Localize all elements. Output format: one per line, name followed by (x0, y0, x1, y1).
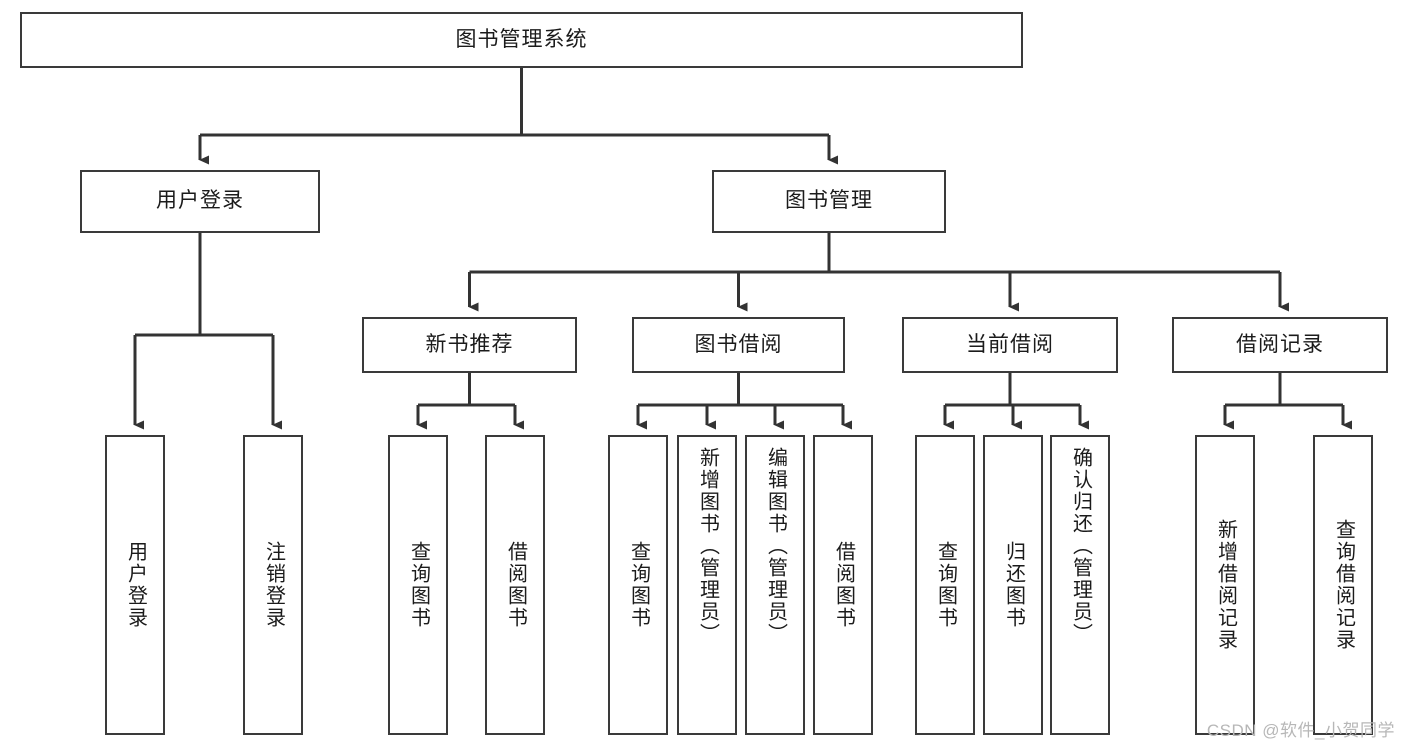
node-leaf-query-2[interactable]: 查询图书 (608, 435, 668, 735)
node-leaf-borrow-2[interactable]: 借阅图书 (813, 435, 873, 735)
node-label: 确认归还（管理员） (1069, 447, 1092, 645)
node-book-manage[interactable]: 图书管理 (712, 170, 946, 233)
node-label: 编辑图书（管理员） (764, 447, 787, 645)
node-label: 借阅图书 (504, 541, 527, 629)
node-leaf-query-1[interactable]: 查询图书 (388, 435, 448, 735)
node-root[interactable]: 图书管理系统 (20, 12, 1023, 68)
node-leaf-edit-book[interactable]: 编辑图书（管理员） (745, 435, 805, 735)
node-new-book-rec[interactable]: 新书推荐 (362, 317, 577, 373)
node-label: 新增借阅记录 (1214, 519, 1237, 651)
node-current-borrow[interactable]: 当前借阅 (902, 317, 1118, 373)
node-label: 查询借阅记录 (1332, 519, 1355, 651)
node-leaf-return[interactable]: 归还图书 (983, 435, 1043, 735)
node-label: 查询图书 (627, 541, 650, 629)
node-borrow-record[interactable]: 借阅记录 (1172, 317, 1388, 373)
node-label: 图书借阅 (694, 332, 783, 356)
node-label: 当前借阅 (966, 332, 1054, 356)
node-leaf-logout[interactable]: 注销登录 (243, 435, 303, 735)
node-label: 用户登录 (124, 541, 147, 629)
node-leaf-query-3[interactable]: 查询图书 (915, 435, 975, 735)
node-label: 查询图书 (407, 541, 430, 629)
node-label: 借阅记录 (1236, 332, 1324, 356)
node-leaf-query-rec[interactable]: 查询借阅记录 (1313, 435, 1373, 735)
node-label: 注销登录 (262, 541, 285, 629)
node-leaf-user-login[interactable]: 用户登录 (105, 435, 165, 735)
node-book-borrow[interactable]: 图书借阅 (632, 317, 845, 373)
node-leaf-borrow-1[interactable]: 借阅图书 (485, 435, 545, 735)
node-label: 新书推荐 (425, 332, 514, 356)
node-label: 查询图书 (934, 541, 957, 629)
node-leaf-add-rec[interactable]: 新增借阅记录 (1195, 435, 1255, 735)
node-leaf-add-book[interactable]: 新增图书（管理员） (677, 435, 737, 735)
node-label: 用户登录 (156, 189, 244, 213)
node-label: 图书管理 (785, 189, 873, 213)
node-label: 借阅图书 (832, 541, 855, 629)
node-user-login[interactable]: 用户登录 (80, 170, 320, 233)
node-label: 图书管理系统 (455, 27, 588, 51)
node-label: 新增图书（管理员） (696, 447, 719, 645)
node-leaf-confirm[interactable]: 确认归还（管理员） (1050, 435, 1110, 735)
watermark-label: CSDN @软件_小贺同学 (1206, 721, 1395, 740)
node-label: 归还图书 (1002, 541, 1025, 629)
